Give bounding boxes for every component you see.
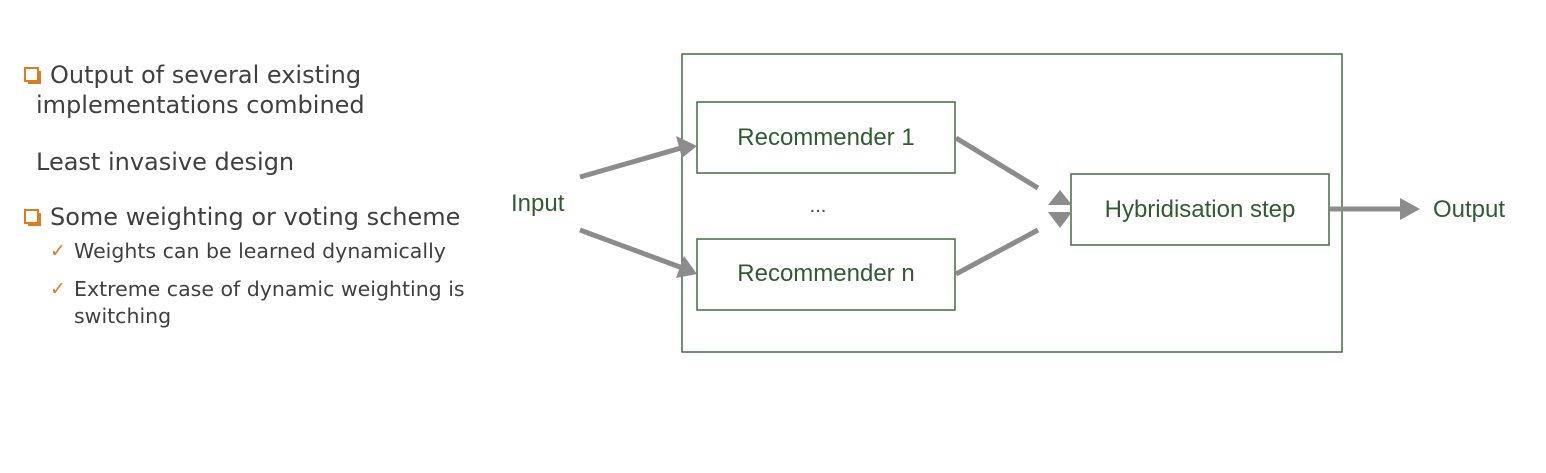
checkmark-icon: ✓ bbox=[50, 278, 66, 300]
arrow-recommender-1-to-hybrid bbox=[954, 135, 1040, 191]
arrowhead-recommender-1 bbox=[676, 136, 697, 158]
recommender-n-box bbox=[696, 238, 956, 311]
square-bullet-icon bbox=[24, 209, 41, 226]
input-label: Input bbox=[511, 190, 565, 217]
arrowhead-output bbox=[1400, 198, 1420, 220]
hybridisation-step-box bbox=[1070, 173, 1330, 246]
bullet-item-weighting-scheme: Some weighting or voting scheme bbox=[22, 202, 492, 232]
bullet-text-continued: implementations combined bbox=[36, 91, 365, 119]
bullet-list: Output of several existing implementatio… bbox=[22, 60, 492, 330]
system-boundary-box bbox=[681, 53, 1343, 353]
checkmark-icon: ✓ bbox=[50, 240, 66, 262]
sub-bullet-text: Extreme case of dynamic weighting is bbox=[74, 277, 465, 301]
recommender-1-label: Recommender 1 bbox=[737, 124, 914, 151]
output-label: Output bbox=[1433, 196, 1505, 223]
arrowhead-recommender-n bbox=[676, 256, 697, 278]
bullet-text: Output of several existing bbox=[50, 61, 362, 89]
sub-bullet-text-continued: switching bbox=[74, 304, 172, 328]
square-bullet-icon bbox=[24, 67, 41, 84]
arrowhead-hybrid-bottom bbox=[1048, 212, 1072, 228]
arrow-input-to-recommender-1 bbox=[579, 143, 689, 180]
arrowhead-hybrid-top bbox=[1048, 190, 1072, 205]
hybridisation-step-label: Hybridisation step bbox=[1105, 196, 1296, 223]
sub-bullet-extreme-case: ✓ Extreme case of dynamic weighting is s… bbox=[22, 276, 492, 330]
bullet-text: Some weighting or voting scheme bbox=[50, 203, 461, 231]
bullet-item-least-invasive: Least invasive design bbox=[36, 148, 295, 176]
sub-bullet-weights-learned: ✓ Weights can be learned dynamically bbox=[22, 238, 492, 265]
bullet-item-combined-output: Output of several existing implementatio… bbox=[22, 60, 492, 120]
recommender-1-box bbox=[696, 101, 956, 174]
arrow-input-to-recommender-n bbox=[579, 227, 689, 273]
arrow-recommender-n-to-hybrid bbox=[954, 227, 1040, 277]
recommender-n-label: Recommender n bbox=[737, 260, 914, 287]
sub-bullet-text: Weights can be learned dynamically bbox=[74, 239, 446, 263]
recommender-ellipsis: ... bbox=[810, 195, 827, 217]
